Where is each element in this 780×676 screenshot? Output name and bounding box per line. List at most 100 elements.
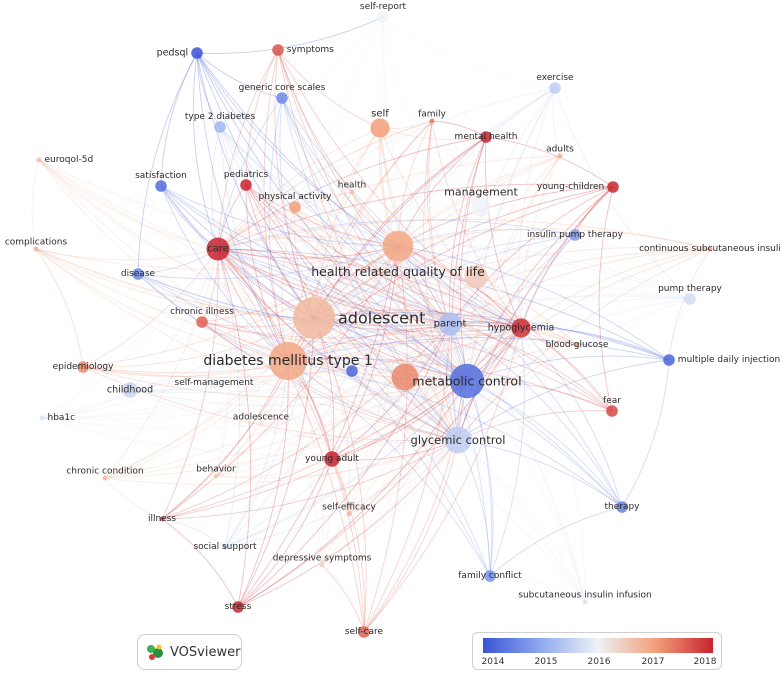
node-label-therapy[interactable]: therapy bbox=[604, 502, 640, 512]
node-label-adults[interactable]: adults bbox=[546, 145, 574, 155]
node-label-fear[interactable]: fear bbox=[603, 396, 621, 406]
node-circle-therapy[interactable] bbox=[616, 501, 628, 513]
node-label-childhood[interactable]: childhood bbox=[107, 385, 153, 396]
node-circle-fear[interactable] bbox=[606, 405, 618, 417]
node-label-pediatrics[interactable]: pediatrics bbox=[224, 170, 269, 180]
node-label-management[interactable]: management bbox=[444, 185, 518, 198]
node-label-euroqol-5d[interactable]: euroqol-5d bbox=[45, 155, 94, 165]
node-label-physical-activity[interactable]: physical activity bbox=[259, 192, 333, 202]
node-circle-euroqol-5d[interactable] bbox=[36, 157, 42, 163]
node-circle-health-related-quality-of-life[interactable] bbox=[382, 230, 414, 262]
node-label-young-adult[interactable]: young adult bbox=[305, 454, 359, 464]
node-label-stress[interactable]: stress bbox=[225, 602, 252, 612]
node-label-subcutaneous-insulin-infusion[interactable]: subcutaneous insulin infusion bbox=[518, 591, 651, 601]
vosviewer-logo[interactable]: VOSviewer bbox=[137, 634, 242, 670]
node-circle-self-management[interactable] bbox=[208, 377, 220, 389]
node-circle-mental-health[interactable] bbox=[480, 131, 492, 143]
node-label-hba1c[interactable]: hba1c bbox=[48, 413, 76, 423]
node-circle-self[interactable] bbox=[370, 118, 390, 138]
node-label-illness[interactable]: illness bbox=[148, 514, 176, 524]
node-circle-young-adult[interactable] bbox=[324, 451, 340, 467]
node-label-exercise[interactable]: exercise bbox=[536, 73, 574, 83]
node-circle-self-report[interactable] bbox=[377, 11, 389, 23]
node-circle-pediatrics[interactable] bbox=[240, 179, 252, 191]
node-circle-adults[interactable] bbox=[557, 153, 563, 159]
node-label-complications[interactable]: complications bbox=[5, 238, 68, 248]
node-label-self-efficacy[interactable]: self-efficacy bbox=[322, 503, 376, 513]
node-circle-symptoms[interactable] bbox=[272, 44, 284, 56]
node-circle-hypoglycemia[interactable] bbox=[511, 318, 531, 338]
node-circle-glycemic-control[interactable] bbox=[444, 426, 472, 454]
node-label-self-management[interactable]: self-management bbox=[175, 378, 254, 388]
node-label-generic-core-scales[interactable]: generic core scales bbox=[239, 83, 326, 93]
node-circle-exercise[interactable] bbox=[549, 82, 561, 94]
node-label-self-care[interactable]: self-care bbox=[345, 627, 384, 637]
node-label-young-children[interactable]: young-children bbox=[537, 182, 604, 192]
node-circle-adolescent[interactable] bbox=[293, 297, 335, 339]
node-circle-chronic-illness[interactable] bbox=[196, 316, 208, 328]
node-circle-young-children[interactable] bbox=[607, 181, 619, 193]
node-label-metabolic-control[interactable]: metabolic control bbox=[412, 374, 521, 389]
node-circle-insulin-pump-therapy[interactable] bbox=[569, 229, 581, 241]
node-circle-generic-core-scales[interactable] bbox=[276, 92, 288, 104]
node-label-behavior[interactable]: behavior bbox=[196, 465, 236, 475]
node-circle-family[interactable] bbox=[429, 118, 435, 124]
node-label-satisfaction[interactable]: satisfaction bbox=[135, 171, 187, 181]
node-circle-subcutaneous-insulin-infusion[interactable] bbox=[582, 599, 588, 605]
node-circle-family-conflict[interactable] bbox=[484, 570, 496, 582]
node-label-parent[interactable]: parent bbox=[434, 319, 467, 330]
node-circle-epidemiology[interactable] bbox=[77, 361, 89, 373]
node-label-family-conflict[interactable]: family conflict bbox=[458, 571, 522, 581]
node-label-pump-therapy[interactable]: pump therapy bbox=[658, 284, 722, 294]
node-label-health-related-quality-of-life[interactable]: health related quality of life bbox=[311, 264, 485, 279]
node-label-epidemiology[interactable]: epidemiology bbox=[53, 362, 114, 372]
node-circle-pump-therapy[interactable] bbox=[684, 293, 696, 305]
node-label-care[interactable]: care bbox=[207, 244, 229, 255]
node-circle-childhood[interactable] bbox=[122, 382, 138, 398]
node-label-chronic-condition[interactable]: chronic condition bbox=[66, 467, 143, 477]
node-label-chronic-illness[interactable]: chronic illness bbox=[170, 307, 234, 317]
node-label-hypoglycemia[interactable]: hypoglycemia bbox=[488, 323, 555, 334]
node-label-blood-glucose[interactable]: blood-glucose bbox=[546, 340, 609, 350]
node-label-adolescence[interactable]: adolescence bbox=[233, 413, 290, 423]
node-circle-diabetes-mellitus-type-1[interactable] bbox=[268, 341, 308, 381]
node-circle-complications[interactable] bbox=[33, 246, 39, 252]
node-circle-self-care[interactable] bbox=[358, 626, 370, 638]
node-label-depressive-symptoms[interactable]: depressive symptoms bbox=[273, 554, 372, 564]
node-circle-multiple-daily-injections[interactable] bbox=[663, 354, 675, 366]
node-circle[interactable] bbox=[346, 365, 358, 377]
node-circle-stress[interactable] bbox=[232, 601, 244, 613]
node-label-insulin-pump-therapy[interactable]: insulin pump therapy bbox=[527, 230, 624, 240]
node-label-self-report[interactable]: self-report bbox=[360, 2, 407, 12]
node-label-self[interactable]: self bbox=[371, 108, 389, 119]
node-label-family[interactable]: family bbox=[418, 110, 446, 120]
node-label-disease[interactable]: disease bbox=[121, 269, 156, 279]
node-circle[interactable] bbox=[464, 265, 488, 289]
node-circle-hba1c[interactable] bbox=[39, 415, 45, 421]
node-label-adolescent[interactable]: adolescent bbox=[338, 309, 425, 328]
node-circle-satisfaction[interactable] bbox=[155, 180, 167, 192]
node-circle-type-2-diabetes[interactable] bbox=[214, 121, 226, 133]
node-circle-depressive-symptoms[interactable] bbox=[319, 562, 325, 568]
node-label-pedsql[interactable]: pedsql bbox=[157, 48, 189, 59]
node-circle-chronic-condition[interactable] bbox=[102, 475, 108, 481]
node-circle-care[interactable] bbox=[206, 237, 230, 261]
node-circle-self-efficacy[interactable] bbox=[346, 511, 352, 517]
node-circle-behavior[interactable] bbox=[213, 473, 219, 479]
node-circle-parent[interactable] bbox=[438, 312, 462, 336]
node-label-multiple-daily-injections[interactable]: multiple daily injections bbox=[678, 355, 780, 365]
node-label-symptoms[interactable]: symptoms bbox=[287, 45, 334, 55]
node-label-social-support[interactable]: social support bbox=[193, 542, 257, 552]
node-circle-adolescence[interactable] bbox=[258, 421, 264, 427]
node-circle-metabolic-control[interactable] bbox=[449, 363, 485, 399]
node-label-continuous-subcutaneous-insuli[interactable]: continuous subcutaneous insuli bbox=[639, 244, 780, 254]
node-label-glycemic-control[interactable]: glycemic control bbox=[411, 433, 506, 447]
node-circle[interactable] bbox=[391, 363, 419, 391]
node-circle-management[interactable] bbox=[471, 197, 491, 217]
node-circle-pedsql[interactable] bbox=[191, 47, 203, 59]
node-circle-blood-glucose[interactable] bbox=[574, 342, 580, 348]
node-circle-continuous-subcutaneous-insuli[interactable] bbox=[707, 246, 713, 252]
node-circle-illness[interactable] bbox=[159, 516, 165, 522]
node-circle-disease[interactable] bbox=[132, 268, 144, 280]
